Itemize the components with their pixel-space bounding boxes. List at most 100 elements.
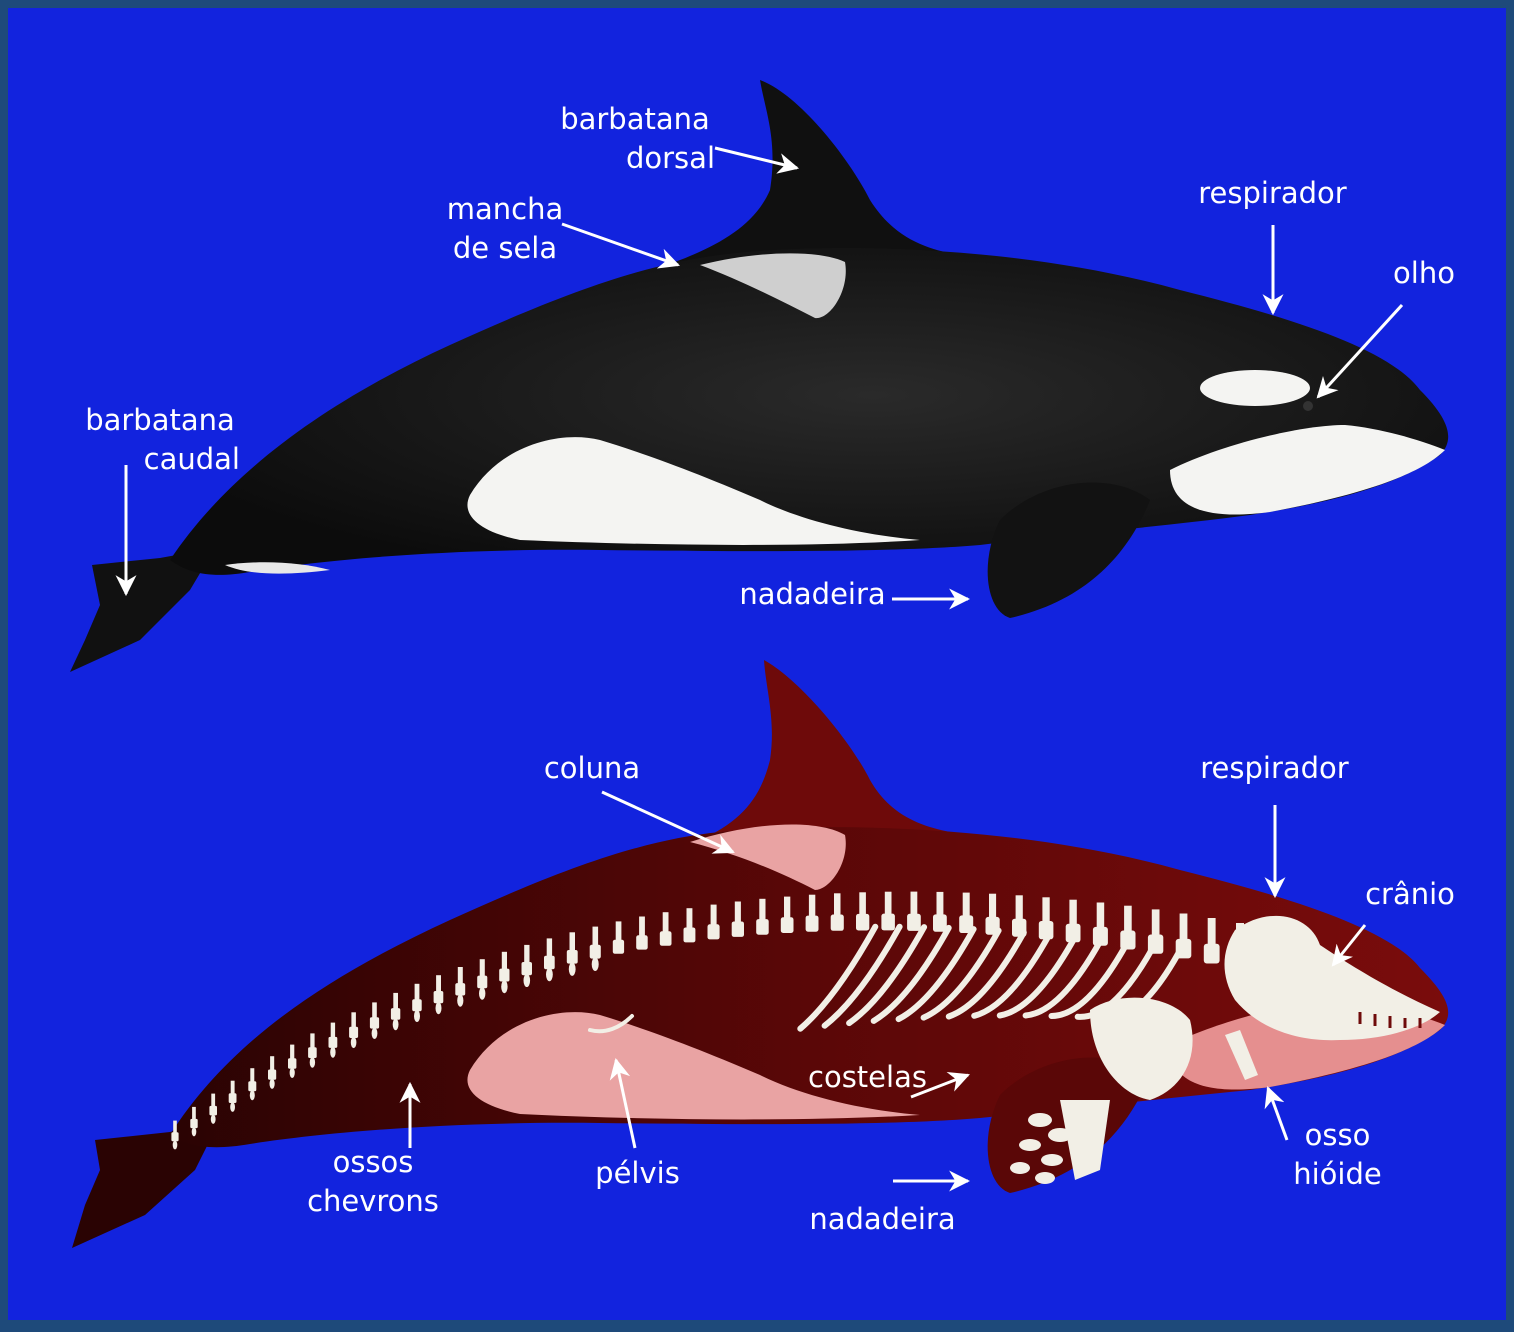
chevron-bone	[501, 980, 507, 993]
chevron-bone	[592, 957, 599, 971]
vertebra	[434, 991, 444, 1003]
vertebra	[613, 940, 624, 954]
vertebra-spinous-process	[331, 1023, 335, 1038]
vertebra	[831, 915, 844, 931]
vertebra-spinous-process	[687, 908, 693, 929]
label-pelvis: pélvis	[585, 1154, 690, 1193]
chevron-bone	[479, 987, 485, 1000]
vertebra	[268, 1070, 276, 1080]
vertebra-spinous-process	[1016, 895, 1023, 920]
label-blowhole-top: respirador	[1195, 174, 1350, 213]
vertebra-spinous-process	[547, 938, 552, 957]
label-dorsal-fin: barbatana dorsal	[555, 100, 715, 178]
vertebra-spinous-process	[502, 952, 507, 970]
vertebra	[349, 1027, 358, 1038]
vertebra	[329, 1037, 338, 1048]
vertebra-spinous-process	[372, 1002, 377, 1018]
vertebra	[756, 919, 769, 935]
vertebra-spinous-process	[937, 892, 944, 916]
vertebra-spinous-process	[351, 1012, 356, 1028]
vertebra	[781, 917, 794, 933]
vertebra	[806, 916, 819, 932]
label-spine: coluna	[532, 749, 652, 788]
vertebra-spinous-process	[663, 912, 669, 933]
label-flipper-top: nadadeira	[735, 575, 890, 614]
label-ribs: costelas	[805, 1058, 930, 1097]
vertebra-spinous-process	[436, 975, 441, 992]
label-hyoid: osso hióide	[1285, 1116, 1390, 1194]
vertebra-spinous-process	[639, 917, 645, 937]
vertebra-spinous-process	[859, 892, 866, 915]
vertebra-spinous-process	[989, 894, 996, 919]
vertebra	[522, 962, 533, 975]
chevron-bone	[569, 962, 576, 976]
chevron-bone	[414, 1010, 420, 1022]
label-chevrons: ossos chevrons	[298, 1143, 448, 1221]
vertebra	[455, 983, 465, 995]
label-blowhole-bottom: respirador	[1197, 749, 1352, 788]
vertebra	[248, 1081, 256, 1091]
vertebra	[412, 999, 422, 1011]
vertebra	[881, 914, 895, 931]
vertebra-spinous-process	[834, 893, 841, 916]
chevron-bone	[351, 1037, 357, 1048]
eye	[1303, 401, 1313, 411]
chevron-bone	[192, 1127, 197, 1136]
vertebra-spinous-process	[1097, 903, 1105, 929]
vertebra-spinous-process	[458, 967, 463, 984]
vertebra	[1204, 944, 1220, 964]
chevron-bone	[372, 1028, 378, 1039]
vertebra-spinous-process	[415, 984, 420, 1001]
vertebra-spinous-process	[231, 1081, 235, 1095]
vertebra-spinous-process	[911, 892, 918, 916]
chevron-bone	[393, 1019, 399, 1031]
chevron-bone	[436, 1002, 442, 1014]
vertebra	[856, 914, 869, 931]
chevron-bone	[290, 1068, 295, 1078]
vertebra	[732, 922, 744, 937]
vertebra-spinous-process	[1180, 914, 1188, 941]
vertebra-spinous-process	[211, 1094, 215, 1107]
label-tail-fin: barbatana caudal	[80, 401, 240, 479]
vertebra	[544, 956, 555, 969]
vertebra	[499, 969, 509, 982]
chevron-bone	[211, 1115, 216, 1124]
label-saddle-patch: mancha de sela	[440, 190, 570, 268]
vertebra-spinous-process	[393, 993, 398, 1009]
vertebra-spinous-process	[310, 1033, 314, 1048]
vertebra	[684, 928, 696, 943]
vertebra-spinous-process	[250, 1068, 254, 1082]
vertebra-spinous-process	[1208, 918, 1216, 946]
vertebra-spinous-process	[1042, 897, 1049, 923]
vertebra-spinous-process	[616, 921, 622, 941]
vertebra-spinous-process	[1152, 909, 1160, 936]
chevron-bone	[270, 1079, 275, 1089]
vertebra-spinous-process	[480, 959, 485, 977]
chevron-bone	[330, 1047, 335, 1058]
chevron-bone	[250, 1090, 255, 1100]
vertebra-spinous-process	[1124, 906, 1132, 933]
vertebra	[370, 1017, 379, 1028]
vertebra	[288, 1058, 296, 1069]
vertebra	[229, 1093, 237, 1103]
chevron-bone	[310, 1057, 315, 1068]
vertebra-spinous-process	[784, 897, 790, 919]
vertebra	[907, 914, 921, 931]
label-flipper-bottom: nadadeira	[805, 1200, 960, 1239]
vertebra-spinous-process	[735, 902, 741, 924]
vertebra	[708, 924, 720, 939]
vertebra	[590, 945, 601, 959]
vertebra-spinous-process	[524, 945, 529, 963]
chevron-bone	[173, 1140, 178, 1149]
vertebra-spinous-process	[173, 1121, 177, 1134]
vertebra-spinous-process	[270, 1056, 274, 1070]
vertebra	[567, 950, 578, 964]
vertebra-spinous-process	[192, 1107, 196, 1120]
vertebra-spinous-process	[1069, 900, 1076, 926]
vertebra-spinous-process	[593, 927, 599, 946]
vertebra	[660, 931, 672, 946]
vertebra	[171, 1132, 178, 1141]
vertebra-spinous-process	[711, 905, 717, 926]
vertebra-spinous-process	[885, 892, 892, 916]
